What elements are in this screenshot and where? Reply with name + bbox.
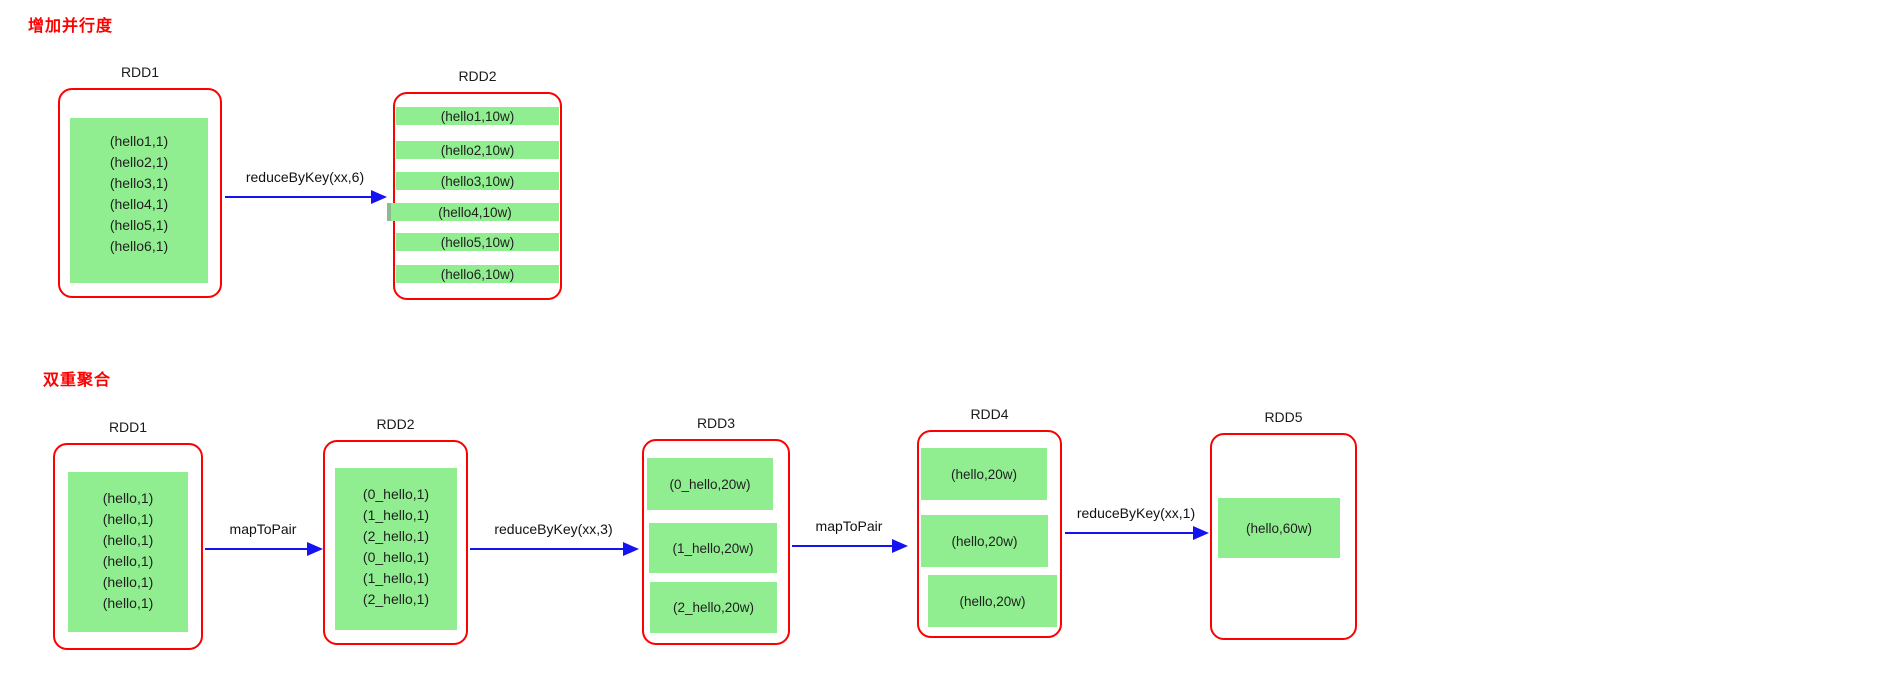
record-line: (2_hello,1) bbox=[362, 591, 430, 607]
s1-rdd2-partition-3: (hello3,10w) bbox=[396, 172, 559, 190]
record-line: (0_hello,1) bbox=[362, 549, 430, 565]
s1-rdd2-partition-5: (hello5,10w) bbox=[396, 233, 559, 251]
record-line: (hello5,1) bbox=[109, 217, 169, 233]
record-line: (hello,1) bbox=[102, 511, 154, 527]
s2-rdd1-partition: (hello,1) (hello,1) (hello,1) (hello,1) … bbox=[68, 472, 188, 632]
s2-rdd5-node: RDD5 (hello,60w) bbox=[1210, 409, 1357, 640]
record-line: (1_hello,1) bbox=[362, 570, 430, 586]
s2-arrow-reducebykey-1: reduceByKey(xx,1) bbox=[1065, 505, 1209, 540]
s2-arrow2-label: reduceByKey(xx,3) bbox=[494, 521, 613, 537]
arrow-line bbox=[470, 542, 639, 556]
s2-rdd4-partition-1: (hello,20w) bbox=[921, 448, 1047, 500]
record-line: (0_hello,1) bbox=[362, 486, 430, 502]
s2-rdd2-node: RDD2 (0_hello,1) (1_hello,1) (2_hello,1)… bbox=[323, 416, 468, 645]
s2-rdd2-label: RDD2 bbox=[376, 416, 415, 432]
s2-arrow-reducebykey-3: reduceByKey(xx,3) bbox=[470, 521, 639, 556]
s2-rdd2-partition: (0_hello,1) (1_hello,1) (2_hello,1) (0_h… bbox=[335, 468, 457, 630]
s2-arrow3-label: mapToPair bbox=[815, 518, 883, 534]
s2-rdd3-partition-1: (0_hello,20w) bbox=[647, 458, 773, 510]
s1-rdd1-node: RDD1 (hello1,1) (hello2,1) (hello3,1) (h… bbox=[58, 64, 222, 298]
s1-arrow-label: reduceByKey(xx,6) bbox=[245, 169, 365, 185]
record-line: (hello,1) bbox=[102, 574, 154, 590]
record-line: (hello,1) bbox=[102, 553, 154, 569]
s2-rdd5-partition-1: (hello,60w) bbox=[1218, 498, 1340, 558]
record-line: (hello,1) bbox=[102, 490, 154, 506]
s2-rdd4-label: RDD4 bbox=[970, 406, 1009, 422]
record-line: (hello2,1) bbox=[109, 154, 169, 170]
record-line: (hello6,1) bbox=[109, 238, 169, 254]
s2-rdd3-partition-2: (1_hello,20w) bbox=[649, 523, 777, 573]
record-line: (hello4,1) bbox=[109, 196, 169, 212]
s1-rdd2-partition-1: (hello1,10w) bbox=[396, 107, 559, 125]
record-line: (2_hello,1) bbox=[362, 528, 430, 544]
s2-rdd4-node: RDD4 (hello,20w) (hello,20w) (hello,20w) bbox=[917, 406, 1062, 638]
s1-rdd2-partition-2: (hello2,10w) bbox=[396, 141, 559, 159]
s2-rdd5-label: RDD5 bbox=[1264, 409, 1303, 425]
s1-rdd2-node: RDD2 (hello1,10w) (hello2,10w) (hello3,1… bbox=[387, 68, 562, 300]
s1-rdd2-label: RDD2 bbox=[458, 68, 497, 84]
arrow-head-icon bbox=[623, 542, 639, 556]
record-line: (hello3,1) bbox=[109, 175, 169, 191]
s1-rdd1-partition: (hello1,1) (hello2,1) (hello3,1) (hello4… bbox=[70, 118, 208, 283]
arrow-line bbox=[792, 539, 908, 553]
arrow-head-icon bbox=[371, 190, 387, 204]
arrow-head-icon bbox=[1193, 526, 1209, 540]
s2-arrow1-label: mapToPair bbox=[229, 521, 297, 537]
record-line: (1_hello,1) bbox=[362, 507, 430, 523]
s2-rdd4-partition-2: (hello,20w) bbox=[921, 515, 1048, 567]
s1-arrow-reducebykey: reduceByKey(xx,6) bbox=[225, 169, 387, 204]
arrow-line bbox=[1065, 526, 1209, 540]
arrow-line bbox=[205, 542, 323, 556]
s2-rdd1-node: RDD1 (hello,1) (hello,1) (hello,1) (hell… bbox=[53, 419, 203, 650]
s2-rdd3-partition-3: (2_hello,20w) bbox=[650, 582, 777, 633]
s2-rdd3-label: RDD3 bbox=[696, 415, 736, 431]
s2-arrow4-label: reduceByKey(xx,1) bbox=[1076, 505, 1196, 521]
section2-title: 双重聚合 bbox=[43, 372, 112, 389]
record-line: (hello,1) bbox=[102, 595, 154, 611]
s2-rdd4-partition-3: (hello,20w) bbox=[928, 575, 1057, 627]
arrow-line bbox=[225, 190, 387, 204]
record-line: (hello,1) bbox=[102, 532, 154, 548]
s2-rdd1-label: RDD1 bbox=[108, 419, 148, 435]
section1-title: 增加并行度 bbox=[28, 18, 114, 35]
s2-arrow-maptopair-2: mapToPair bbox=[792, 518, 908, 553]
s2-rdd3-node: RDD3 (0_hello,20w) (1_hello,20w) (2_hell… bbox=[642, 415, 790, 645]
arrow-head-icon bbox=[892, 539, 908, 553]
record-line: (hello1,1) bbox=[109, 133, 169, 149]
arrow-head-icon bbox=[307, 542, 323, 556]
s2-arrow-maptopair-1: mapToPair bbox=[205, 521, 323, 556]
s1-rdd1-label: RDD1 bbox=[120, 64, 160, 80]
s1-rdd2-partition-4: (hello4,10w) bbox=[387, 203, 559, 221]
s1-rdd2-partition-6: (hello6,10w) bbox=[396, 265, 559, 283]
